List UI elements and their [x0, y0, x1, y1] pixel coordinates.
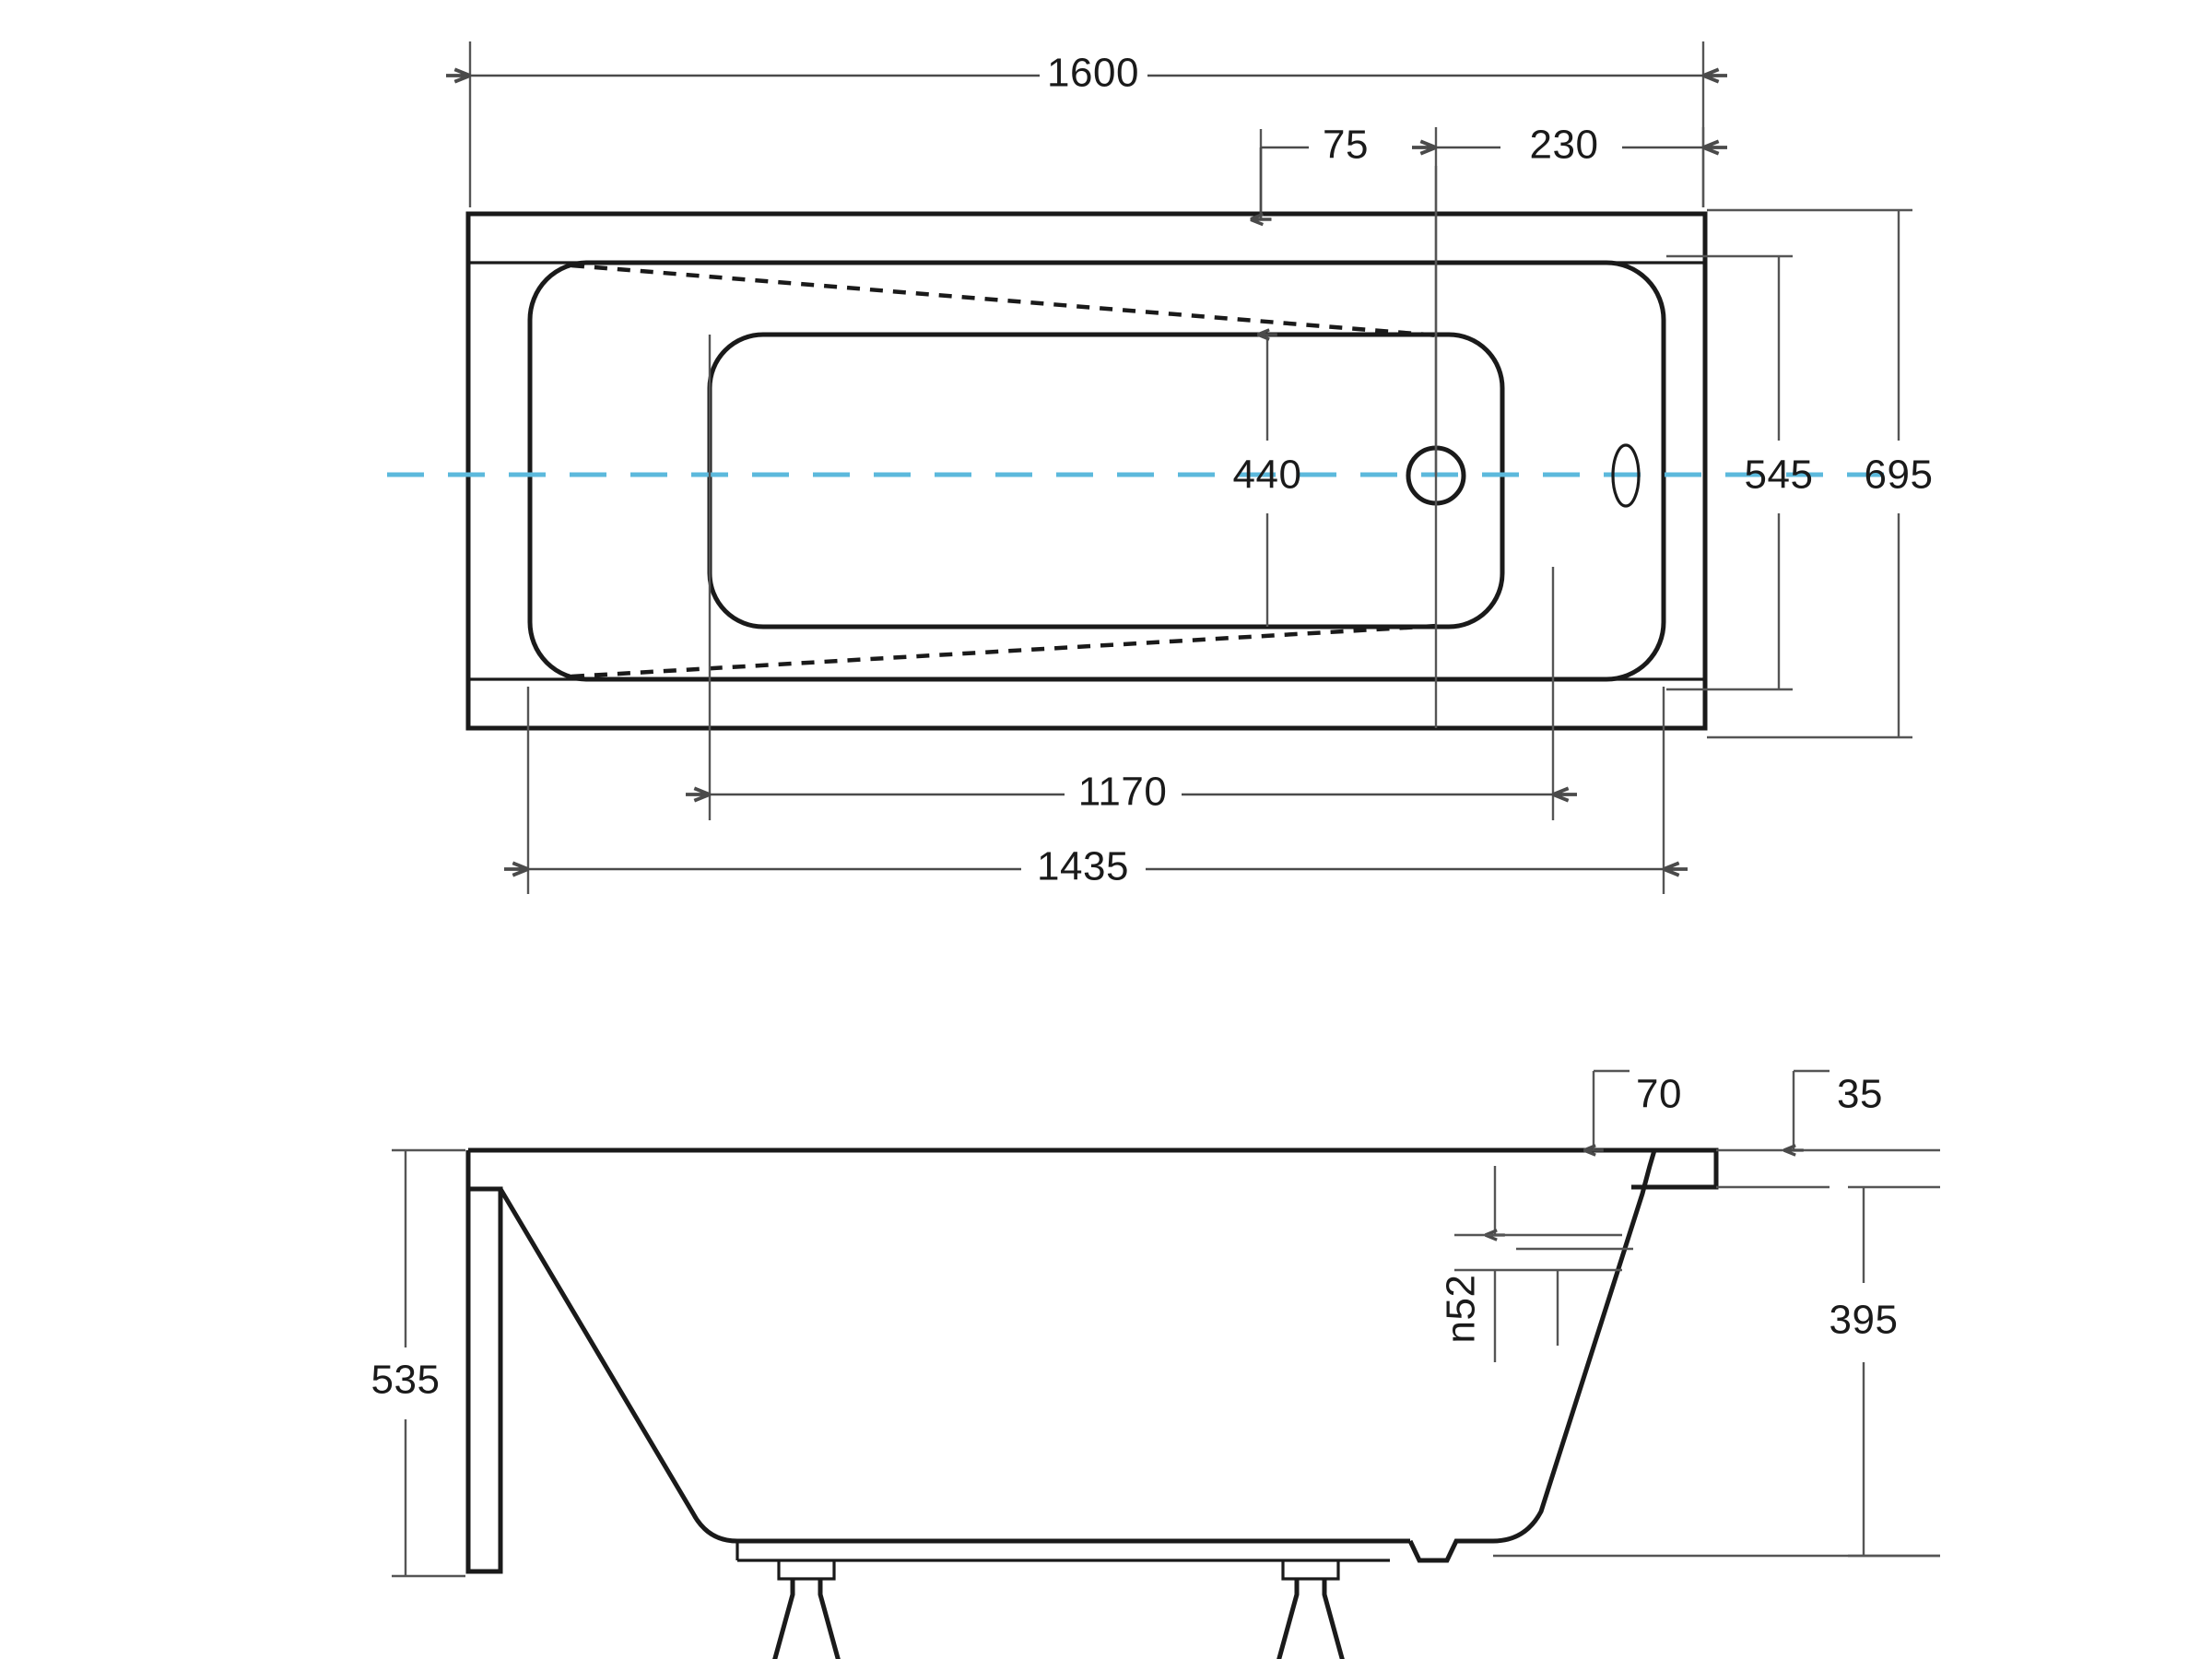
overflow-oval — [1611, 443, 1641, 508]
section-leg-right — [1277, 1560, 1345, 1659]
dim-label-230: 230 — [1530, 123, 1599, 168]
dim-label-35: 35 — [1837, 1072, 1883, 1117]
section-left-skirt-panel — [465, 1150, 503, 1574]
plan-outer-rim-outline — [465, 211, 1708, 731]
plan-tub-floor-outline — [707, 332, 1505, 629]
plan-taper-hidden-line-top — [571, 263, 1439, 338]
dim-label-395: 395 — [1830, 1298, 1899, 1343]
section-left-tub-wall — [498, 1187, 777, 1544]
plan-view-group: 1600 75 230 440 545 695 1170 — [387, 41, 1933, 894]
plan-taper-hidden-line-bottom — [571, 623, 1439, 679]
section-leg-left — [772, 1560, 841, 1659]
dim-label-70: 70 — [1636, 1072, 1682, 1117]
dim-label-535: 535 — [371, 1358, 441, 1403]
dim-label-1435: 1435 — [1037, 844, 1129, 889]
dim-label-440: 440 — [1233, 453, 1302, 498]
plan-tub-opening-outline — [527, 260, 1666, 682]
dim-label-n52: n52 — [1439, 1275, 1484, 1344]
section-right-rim-block — [1631, 1147, 1719, 1190]
dim-label-695: 695 — [1865, 453, 1934, 498]
section-floor-notch — [1407, 1538, 1493, 1563]
section-view-group: 70 35 n52 535 395 — [371, 1069, 1940, 1659]
section-right-tub-wall — [1492, 1149, 1657, 1544]
dim-label-75: 75 — [1323, 123, 1369, 168]
dim-label-1600: 1600 — [1047, 51, 1139, 96]
dim-label-1170: 1170 — [1078, 770, 1168, 815]
dim-label-545: 545 — [1745, 453, 1814, 498]
